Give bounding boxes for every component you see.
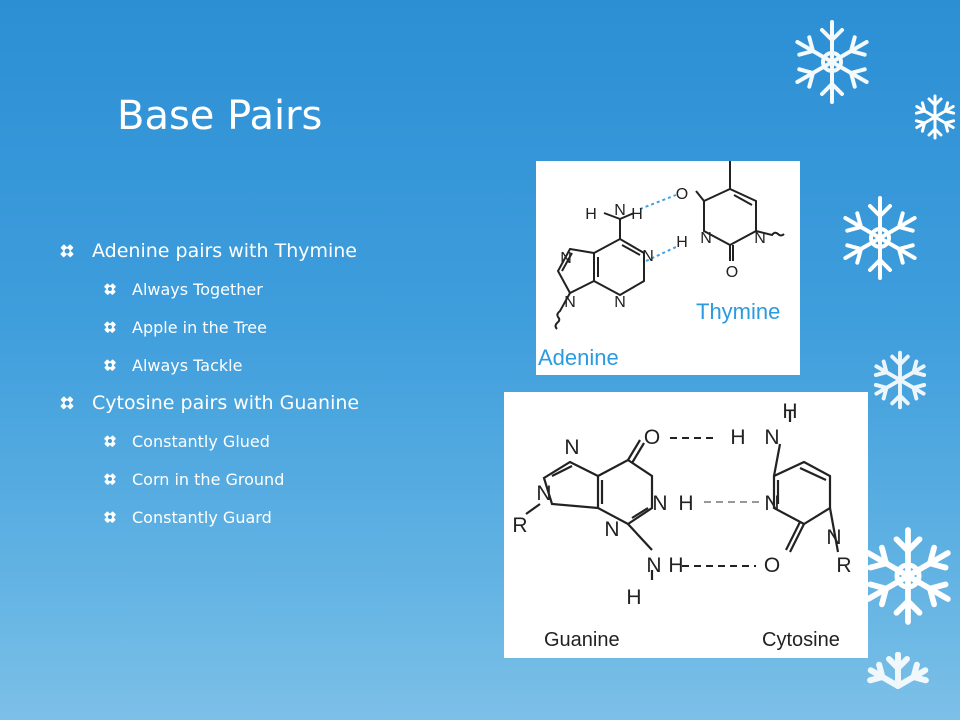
sub-bullet-text: Corn in the Ground: [132, 469, 285, 489]
diamond-bullet-icon: [60, 244, 74, 258]
atom-label: N: [764, 492, 779, 515]
atom-label: N: [700, 230, 712, 247]
atom-label: O: [764, 554, 780, 577]
atom-label: N: [560, 250, 572, 267]
adenine-thymine-figure: H N H N N N N O H N N O Adenine Thymine: [536, 161, 800, 375]
atom-label: H: [676, 234, 688, 251]
snowflake-icon: [790, 20, 874, 104]
atom-label: N: [564, 436, 579, 459]
atom-label: H: [626, 586, 641, 609]
sub-bullet-text: Constantly Guard: [132, 507, 272, 527]
sub-bullet-item: Apple in the Tree: [60, 308, 500, 346]
sub-bullet-text: Apple in the Tree: [132, 317, 267, 337]
atom-label: N: [604, 518, 619, 541]
atom-label: H: [730, 426, 745, 449]
atom-label: R: [512, 514, 527, 537]
atom-label: H: [585, 206, 597, 223]
sub-bullet-item: Constantly Guard: [60, 498, 500, 536]
thymine-label: Thymine: [696, 299, 780, 324]
sub-bullet-text: Always Together: [132, 279, 263, 299]
diamond-bullet-icon: [104, 473, 116, 485]
diamond-bullet-icon: [104, 511, 116, 523]
slide-title: Base Pairs: [117, 93, 323, 139]
diamond-bullet-icon: [104, 321, 116, 333]
atom-label: H: [631, 206, 643, 223]
atom-label: N: [564, 294, 576, 311]
atom-label: O: [644, 426, 660, 449]
sub-bullet-item: Corn in the Ground: [60, 460, 500, 498]
atom-label: N: [536, 482, 551, 505]
atom-label: N: [614, 202, 626, 219]
atom-label: H: [668, 554, 683, 577]
diamond-bullet-icon: [104, 283, 116, 295]
guanine-label: Guanine: [544, 629, 620, 651]
atom-label: N: [614, 294, 626, 311]
bullet-text: Adenine pairs with Thymine: [92, 240, 357, 262]
snowflake-icon: [856, 516, 960, 636]
atom-label: R: [836, 554, 851, 577]
snowflake-icon: [858, 652, 938, 720]
diamond-bullet-icon: [104, 435, 116, 447]
snowflake-icon: [870, 350, 930, 410]
atom-label: N: [652, 492, 667, 515]
atom-label: N: [826, 526, 841, 549]
bullet-text: Cytosine pairs with Guanine: [92, 392, 360, 414]
atom-label: O: [726, 264, 738, 281]
adenine-label: Adenine: [538, 345, 619, 370]
sub-bullet-item: Always Tackle: [60, 346, 500, 384]
sub-bullet-item: Always Together: [60, 270, 500, 308]
bullet-item: Adenine pairs with Thymine: [60, 232, 500, 270]
atom-label: H: [678, 492, 693, 515]
sub-bullet-text: Always Tackle: [132, 355, 243, 375]
sub-bullet-text: Constantly Glued: [132, 431, 270, 451]
atom-label: O: [676, 186, 688, 203]
bullet-list: Adenine pairs with Thymine Always Togeth…: [60, 232, 500, 536]
diamond-bullet-icon: [104, 359, 116, 371]
cytosine-label: Cytosine: [762, 629, 840, 651]
atom-label: N: [646, 554, 661, 577]
diamond-bullet-icon: [60, 396, 74, 410]
snowflake-icon: [838, 196, 922, 280]
guanine-cytosine-figure: N N R N O N H N H H H H N N N O R Guanin…: [504, 392, 868, 658]
atom-label: N: [642, 248, 654, 265]
atom-label: N: [764, 426, 779, 449]
bullet-item: Cytosine pairs with Guanine: [60, 384, 500, 422]
sub-bullet-item: Constantly Glued: [60, 422, 500, 460]
atom-label: H: [782, 400, 797, 423]
atom-label: N: [754, 230, 766, 247]
snowflake-icon: [912, 94, 958, 140]
